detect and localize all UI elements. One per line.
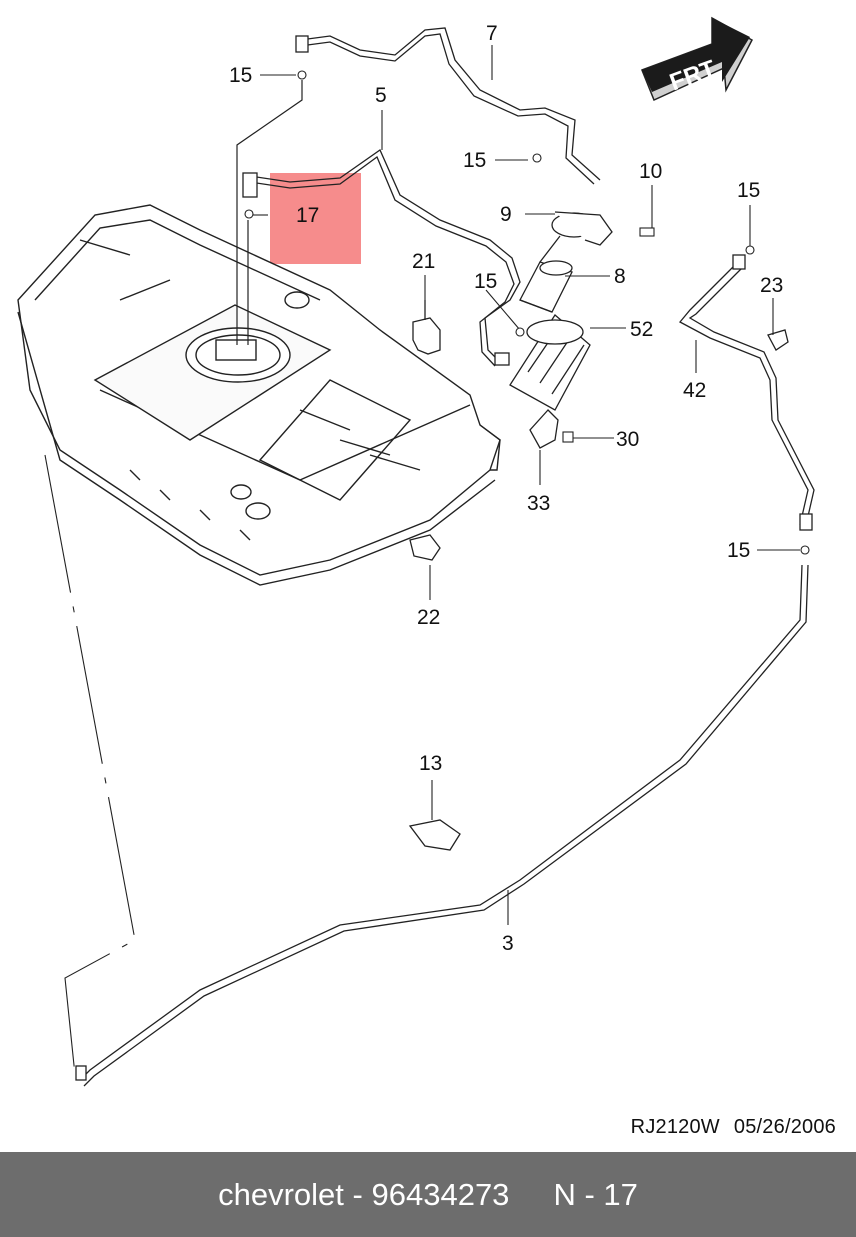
highlight-box-17 (270, 173, 361, 264)
clip-23 (767, 329, 789, 351)
callout-15-right: 15 (737, 179, 760, 202)
callout-52: 52 (630, 318, 653, 341)
callout-5: 5 (375, 84, 387, 107)
fuel-line-42 (678, 254, 815, 531)
clip-21 (412, 300, 441, 355)
fasteners (244, 70, 810, 555)
fuel-lines (242, 27, 601, 367)
drawing-code: RJ2120W (630, 1116, 720, 1138)
footer-page: N - 17 (553, 1176, 638, 1212)
footer-part-number: 96434273 (371, 1176, 510, 1212)
callout-15-top-left: 15 (229, 64, 252, 87)
bracket-33 (529, 409, 559, 449)
footer-dash: - (352, 1176, 363, 1212)
footer-brand: chevrolet (218, 1176, 344, 1212)
tank-pump-leader (236, 80, 303, 345)
footer-bar: chevrolet - 96434273 N - 17 (0, 1152, 856, 1237)
callout-10: 10 (639, 160, 662, 183)
front-direction-arrow: FRT (641, 16, 754, 102)
callout-15-lower-right: 15 (727, 539, 750, 562)
callout-21: 21 (412, 250, 435, 273)
drawing-reference: RJ2120W 05/26/2006 (631, 1116, 836, 1139)
fuel-tank (17, 204, 501, 586)
fuel-line-3 (75, 564, 809, 1087)
callout-7: 7 (486, 22, 498, 45)
clip-13 (408, 819, 461, 851)
filter-bracket (509, 314, 591, 411)
callout-8: 8 (614, 265, 626, 288)
fuel-system-diagram: FRT (17, 16, 815, 1087)
callout-3: 3 (502, 932, 514, 955)
callout-9: 9 (500, 203, 512, 226)
fuel-filter (519, 211, 613, 313)
callout-13: 13 (419, 752, 442, 775)
callout-15-filter: 15 (474, 270, 497, 293)
callout-17: 17 (296, 204, 319, 227)
callout-15-mid: 15 (463, 149, 486, 172)
drawing-date: 05/26/2006 (733, 1116, 836, 1138)
callout-22: 22 (417, 606, 440, 629)
callout-33: 33 (527, 492, 550, 515)
callout-23: 23 (760, 274, 783, 297)
boundary-line (44, 454, 136, 1076)
clip-22 (409, 534, 441, 561)
callout-42: 42 (683, 379, 706, 402)
callout-30: 30 (616, 428, 639, 451)
